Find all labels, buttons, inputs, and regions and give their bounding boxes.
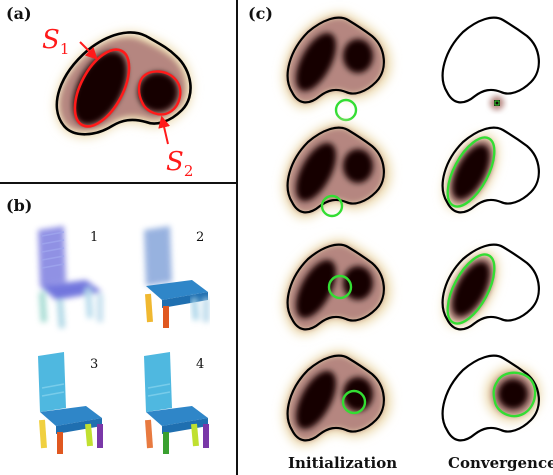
init-row-1	[283, 12, 392, 122]
init-circle	[320, 194, 344, 218]
init-circle	[334, 98, 358, 122]
init-row-2	[283, 122, 392, 218]
chair-4	[144, 352, 209, 454]
caption-convergence: Convergence	[448, 454, 553, 472]
region-s1-outline	[73, 48, 131, 128]
vertical-divider	[236, 0, 238, 475]
heatmap-core	[72, 51, 178, 125]
region-s2-outline	[137, 70, 182, 116]
conv-row-2	[441, 126, 540, 214]
init-row-3	[283, 239, 392, 335]
chair-1	[38, 226, 103, 329]
conv-row-4	[441, 354, 541, 442]
conv-row-1	[441, 16, 540, 110]
s2-arrow	[158, 115, 171, 145]
s1-label: S1	[42, 25, 69, 58]
chair-number-1: 1	[90, 230, 99, 245]
panel-c-figure	[238, 0, 541, 450]
init-circle	[341, 389, 367, 415]
horizontal-divider	[0, 182, 237, 184]
chair-number-4: 4	[196, 357, 205, 372]
s2-label: S2	[166, 147, 193, 180]
panel-c-label: (c)	[248, 4, 273, 23]
chair-number-2: 2	[196, 230, 205, 245]
init-row-4	[283, 350, 392, 446]
init-circle	[327, 274, 353, 300]
s1-arrow	[79, 41, 98, 60]
conv-row-3	[441, 243, 540, 331]
chair-3	[38, 352, 103, 454]
caption-initialization: Initialization	[288, 454, 398, 472]
chair-2	[144, 226, 209, 328]
panel-a-label: (a)	[6, 4, 32, 23]
panel-b-label: (b)	[6, 196, 33, 215]
panel-a-figure: S1 S2	[42, 25, 193, 180]
chair-number-3: 3	[90, 357, 99, 372]
